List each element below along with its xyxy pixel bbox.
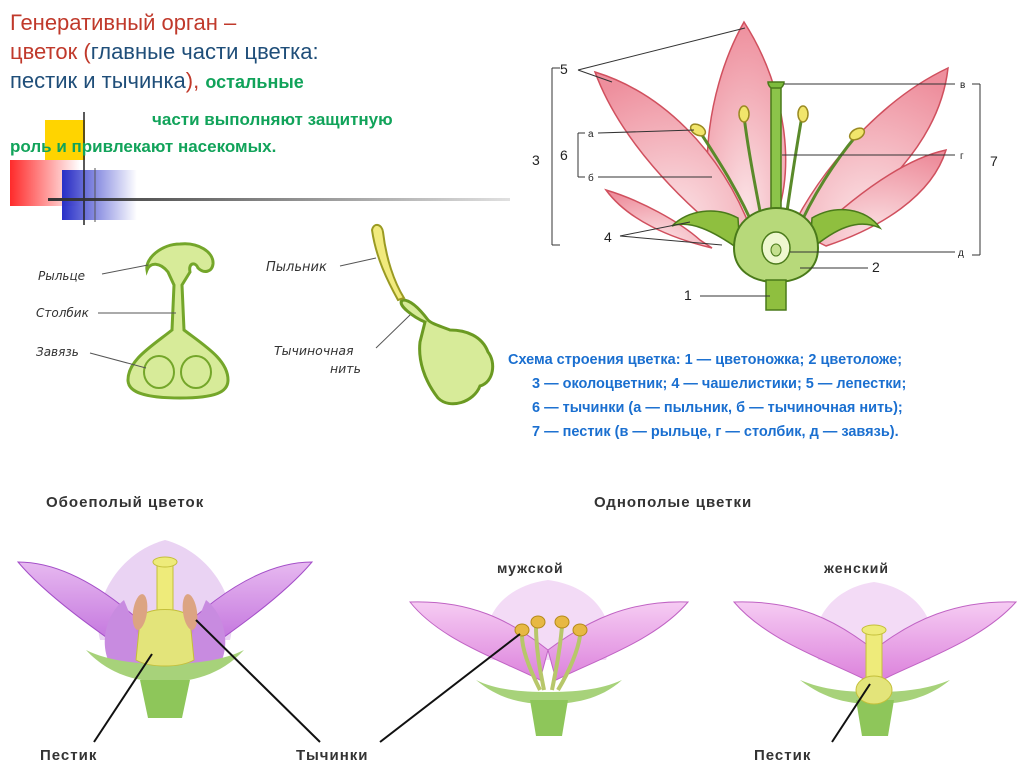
scheme-letter-d: д	[958, 248, 964, 259]
heading-line-5: роль и привлекают насекомых.	[10, 137, 277, 156]
slide-heading: Генеративный орган – цветок (главные час…	[10, 8, 319, 97]
scheme-num-5: 5	[560, 61, 568, 77]
female-flower	[732, 582, 1018, 743]
heading-line-2: цветок (главные части цветка:	[10, 37, 319, 66]
label-stamens: Тычинки	[296, 747, 369, 764]
scheme-num-6: 6	[560, 147, 568, 163]
caption-line-3: 6 — тычинки (а — пыльник, б — тычиночная…	[532, 400, 903, 416]
bisexual-title: Обоеполый цветок	[46, 494, 204, 511]
male-flower	[379, 580, 690, 743]
scheme-num-7: 7	[990, 153, 998, 169]
heading-line-3a: пестик и тычинка	[10, 68, 186, 93]
scheme-letter-v: в	[960, 80, 965, 91]
heading-line-3c: остальные	[205, 72, 304, 92]
unisexual-title: Однополые цветки	[594, 494, 752, 511]
decorative-squares	[10, 112, 510, 225]
label-anther: Пыльник	[266, 260, 327, 275]
scheme-letter-b: б	[588, 172, 594, 184]
flower-scheme: 5 3 6 а б 4 в г д 7 2 1	[532, 20, 998, 311]
stamen-diagram: Пыльник Тычиночная нить	[266, 224, 495, 406]
label-filament-1: Тычиночная	[274, 343, 354, 358]
bisexual-flower	[16, 540, 321, 743]
label-pistil-bisexual: Пестик	[40, 747, 97, 764]
heading-line-3: пестик и тычинка), остальные	[10, 66, 319, 97]
caption-line-2: 3 — околоцветник; 4 — чашелистики; 5 — л…	[532, 376, 907, 392]
male-title: мужской	[497, 560, 564, 576]
label-stigma: Рыльце	[38, 269, 85, 283]
heading-line-2b: главные части цветка:	[90, 39, 319, 64]
caption-line-1: Схема строения цветка: 1 — цветоножка; 2…	[508, 352, 903, 368]
label-pistil-female: Пестик	[754, 747, 811, 764]
scheme-caption: Схема строения цветка: 1 — цветоножка; 2…	[508, 348, 906, 444]
scheme-num-1: 1	[684, 287, 692, 303]
scheme-num-2: 2	[872, 259, 880, 275]
label-ovary: Завязь	[36, 345, 79, 359]
label-style: Столбик	[36, 306, 90, 320]
caption-line-4: 7 — пестик (в — рыльце, г — столбик, д —…	[532, 424, 899, 440]
heading-line-2a: цветок (	[10, 39, 91, 64]
heading-line-4: части выполняют защитную	[152, 110, 393, 129]
heading-line-3b: ),	[185, 68, 206, 93]
scheme-num-3: 3	[532, 152, 540, 168]
label-filament-2: нить	[330, 361, 361, 376]
female-title: женский	[823, 560, 889, 576]
scheme-num-4: 4	[604, 229, 612, 245]
heading-line-1: Генеративный орган –	[10, 10, 237, 35]
scheme-letter-a: а	[588, 129, 594, 140]
scheme-letter-g: г	[960, 151, 964, 162]
pistil-diagram: Рыльце Столбик Завязь	[36, 242, 230, 400]
